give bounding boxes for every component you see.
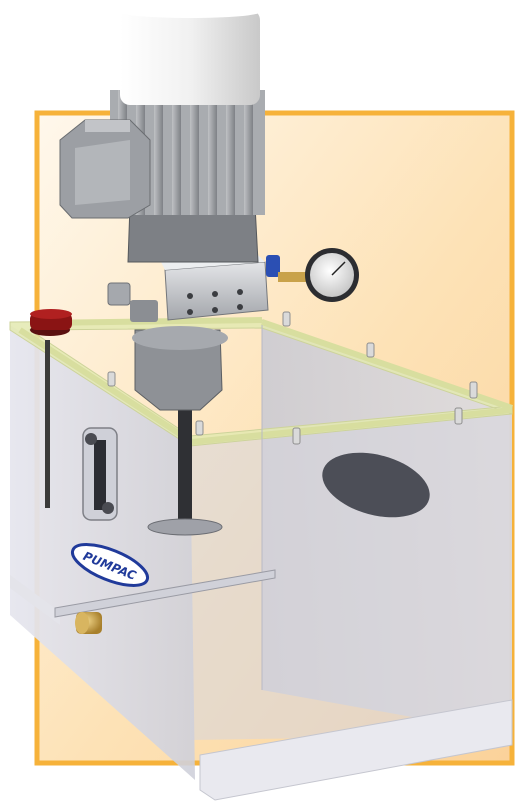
pump-housing <box>134 329 223 411</box>
fin <box>244 90 253 215</box>
suction-pipe <box>178 395 192 520</box>
fin <box>208 90 217 215</box>
motor-fan-cover <box>120 10 260 105</box>
sight-glass <box>82 427 118 521</box>
bolt <box>469 381 478 399</box>
terminal-box-face <box>75 140 130 205</box>
fin <box>172 90 181 215</box>
bolt <box>212 291 218 297</box>
bolt <box>237 304 243 310</box>
fin <box>226 90 235 215</box>
tank-bottom-flange <box>199 699 513 801</box>
drain-plug-face <box>75 612 89 634</box>
bolt <box>454 407 463 425</box>
bolt <box>237 289 243 295</box>
bolt <box>292 427 301 445</box>
tank-left-flange <box>10 575 60 625</box>
bolt <box>187 293 193 299</box>
tank-handle-bar <box>54 569 276 618</box>
sight-glass-tube <box>94 440 106 510</box>
drain-plug <box>75 612 102 634</box>
bolt <box>107 371 116 387</box>
gauge-connector <box>278 272 306 282</box>
rim-bolts <box>107 311 478 445</box>
bolt <box>187 309 193 315</box>
motor-fan-cover-top <box>120 6 260 18</box>
logo-badge <box>70 543 150 587</box>
bolt <box>366 342 375 358</box>
sight-glass-bolt-top <box>85 433 97 445</box>
bolt <box>195 420 204 436</box>
bolt <box>212 307 218 313</box>
bolt <box>282 311 291 327</box>
lower-fitting <box>130 300 158 322</box>
tank-inner-back <box>190 410 512 740</box>
side-fitting <box>107 282 131 306</box>
fin <box>154 90 163 215</box>
pump-flange <box>132 326 228 350</box>
terminal-box-lid <box>85 120 130 132</box>
filler-cap-top <box>30 309 72 319</box>
blue-valve <box>266 255 280 277</box>
fin <box>190 90 199 215</box>
valve-block-bolts <box>187 289 243 315</box>
tank-side-port <box>322 452 430 518</box>
dipstick-rod <box>45 340 50 508</box>
suction-foot <box>147 518 223 536</box>
pressure-gauge <box>305 248 359 302</box>
gauge-needle <box>331 261 346 276</box>
sight-glass-bolt-bottom <box>102 502 114 514</box>
